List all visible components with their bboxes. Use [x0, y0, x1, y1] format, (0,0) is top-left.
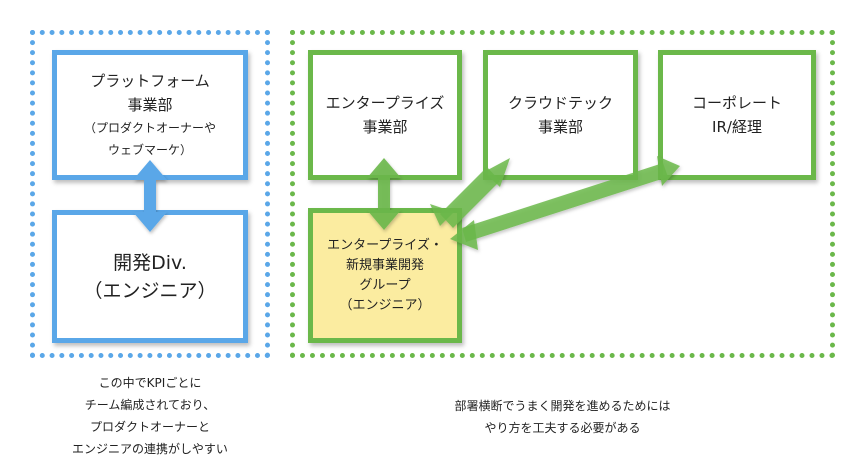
right-caption-line-1: 部署横断でうまく開発を進めるためには: [454, 399, 671, 413]
green-vertical-double-arrow: [367, 158, 401, 230]
platform-box-line-4: ウェブマーケ）: [107, 143, 192, 157]
new-biz-box-line-3: グループ: [359, 277, 411, 293]
left-caption-line-1: この中でKPIごとに: [98, 376, 202, 390]
corporate-box-line-1: コーポレート: [691, 94, 782, 112]
enterprise-group-frame: [290, 30, 835, 358]
corporate-box-line-2: IR/経理: [712, 118, 762, 136]
blue-double-arrow: [133, 160, 167, 232]
left-caption-line-4: エンジニアの連携がしやすい: [72, 442, 228, 456]
cloudtech-link-arrow: [430, 158, 510, 228]
platform-box-line-3: （プロダクトオーナーや: [83, 121, 216, 135]
corporate-division-box: コーポレート IR/経理: [658, 50, 816, 180]
dev-box-line-2: （エンジニア）: [83, 279, 217, 302]
enterprise-division-box: エンタープライズ 事業部: [308, 50, 462, 180]
enterprise-box-line-1: エンタープライズ: [325, 94, 445, 112]
right-caption-line-2: やり方を工夫する必要がある: [484, 421, 641, 435]
platform-box-line-2: 事業部: [127, 96, 173, 114]
left-group-caption: この中でKPIごとに チーム編成されており、 プロダクトオーナーと エンジニアの…: [30, 372, 270, 460]
new-biz-box-line-1: エンタープライズ・: [327, 237, 443, 253]
platform-box-line-1: プラットフォーム: [90, 72, 210, 90]
cloudtech-box-line-1: クラウドテック: [507, 94, 613, 112]
enterprise-box-line-2: 事業部: [362, 118, 408, 136]
left-caption-line-3: プロダクトオーナーと: [89, 420, 210, 434]
cloudtech-division-box: クラウドテック 事業部: [483, 50, 638, 180]
new-biz-box-line-2: 新規事業開発: [345, 257, 424, 273]
cloudtech-box-line-2: 事業部: [537, 118, 583, 136]
dev-box-line-1: 開発Div.: [113, 251, 187, 274]
right-group-caption: 部署横断でうまく開発を進めるためには やり方を工夫する必要がある: [290, 395, 835, 439]
corporate-link-arrow: [450, 156, 680, 250]
dev-division-box: 開発Div. （エンジニア）: [52, 210, 248, 343]
platform-group-frame: [30, 30, 270, 358]
left-caption-line-2: チーム編成されており、: [84, 398, 216, 412]
new-biz-box-line-4: （エンジニア）: [339, 297, 431, 313]
